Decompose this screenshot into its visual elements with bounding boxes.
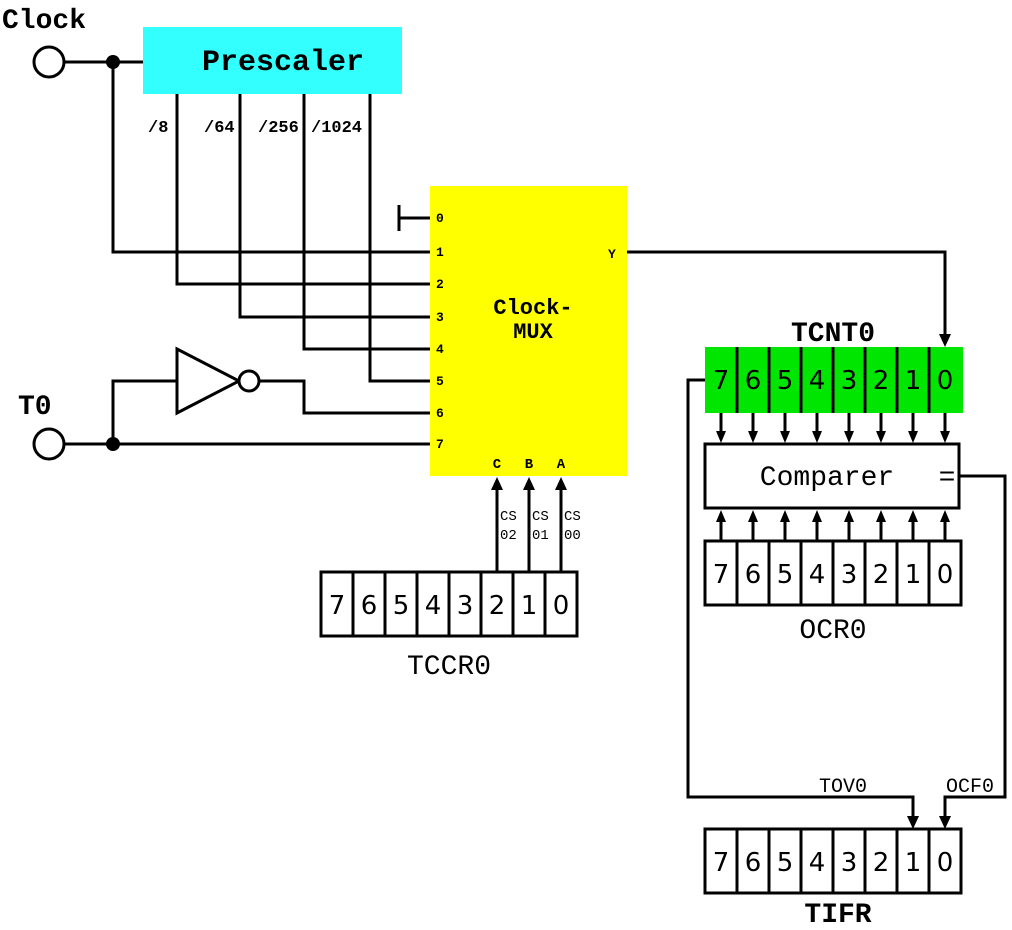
comparer-block xyxy=(703,442,961,510)
ocr0-to-comparer-arrows xyxy=(716,510,950,541)
tccr0-bit: 3 xyxy=(457,591,474,621)
tccr0-label: TCCR0 xyxy=(407,652,491,683)
cs01-label: 01 xyxy=(532,528,549,544)
tifr-bit: 0 xyxy=(937,848,954,878)
tccr0-bit: 5 xyxy=(393,591,410,621)
ocr0-label: OCR0 xyxy=(799,616,866,647)
mux-input-label: 5 xyxy=(436,374,444,389)
ocr0-bit: 1 xyxy=(905,560,922,590)
cs00-label: 00 xyxy=(564,528,581,544)
mux-input-label: 1 xyxy=(436,245,444,260)
tov0-wire xyxy=(686,378,919,829)
clock-input-terminal xyxy=(32,45,66,79)
tifr-bit: 3 xyxy=(841,848,858,878)
tov0-label: TOV0 xyxy=(819,776,867,799)
tccr0-register: 7 6 5 4 3 2 1 0 xyxy=(319,570,579,638)
t0-wiring xyxy=(64,379,430,451)
tccr0-bit: 4 xyxy=(425,591,442,621)
tcnt0-register: 7 6 5 4 3 2 1 0 xyxy=(705,347,963,413)
ocr0-bit: 0 xyxy=(937,560,954,590)
tifr-label: TIFR xyxy=(804,900,871,930)
prescaler-label: Prescaler xyxy=(202,46,364,80)
prescaler-tap-label: /256 xyxy=(258,119,299,138)
tifr-bit: 5 xyxy=(777,848,794,878)
clock-mux-block xyxy=(430,186,627,476)
tifr-bit: 7 xyxy=(713,848,730,878)
tccr0-bit: 7 xyxy=(329,591,346,621)
tcnt0-bit: 7 xyxy=(713,366,730,396)
mux-select-label: C xyxy=(493,457,502,473)
inverter-gate xyxy=(175,346,261,416)
tcnt0-bit: 5 xyxy=(777,366,794,396)
ocr0-bit: 7 xyxy=(713,560,730,590)
ocr0-bit: 4 xyxy=(809,560,826,590)
ocr0-bit: 3 xyxy=(841,560,858,590)
mux-select-label: A xyxy=(557,457,566,473)
tcnt0-bit: 0 xyxy=(937,366,954,396)
tccr0-bit: 1 xyxy=(521,591,538,621)
mux-input-label: 4 xyxy=(436,342,444,357)
mux-input-label: 7 xyxy=(436,437,444,452)
ocr0-bit: 2 xyxy=(873,560,890,590)
mux-label-line1: Clock- xyxy=(493,296,572,321)
tcnt0-label: TCNT0 xyxy=(791,319,875,350)
tifr-bit: 1 xyxy=(905,848,922,878)
prescaler-tap-label: /1024 xyxy=(311,119,362,138)
prescaler-tap-label: /8 xyxy=(148,119,168,138)
clock-input-label: Clock xyxy=(2,6,86,37)
ocr0-bit: 5 xyxy=(777,560,794,590)
ocf0-wire xyxy=(939,474,1007,829)
tifr-register: 7 6 5 4 3 2 1 0 xyxy=(703,827,963,895)
select-signal-labels: CS 02 CS 01 CS 00 xyxy=(500,509,581,544)
tifr-bit: 6 xyxy=(745,848,762,878)
comparer-label: Comparer xyxy=(760,463,894,494)
tccr0-bit: 6 xyxy=(361,591,378,621)
comparer-equal-symbol: = xyxy=(939,463,956,494)
mux-label-line2: MUX xyxy=(513,320,553,345)
ocr0-bit: 6 xyxy=(745,560,762,590)
tcnt0-bit: 6 xyxy=(745,366,762,396)
mux-input-label: 3 xyxy=(436,310,444,325)
tcnt0-to-comparer-arrows xyxy=(716,413,950,443)
tcnt0-bit: 4 xyxy=(809,366,826,396)
select-lines xyxy=(491,477,567,572)
cs00-label: CS xyxy=(564,509,581,525)
clock-wiring xyxy=(64,55,430,383)
cs02-label: 02 xyxy=(500,528,517,544)
mux-input-labels: 0 1 2 3 4 5 6 7 xyxy=(436,211,444,452)
cs02-label: CS xyxy=(500,509,517,525)
prescaler-block xyxy=(143,27,402,94)
ocf0-label: OCF0 xyxy=(946,776,994,799)
mux-input-label: 2 xyxy=(436,277,444,292)
tccr0-bit: 0 xyxy=(553,591,570,621)
mux-input-label: 0 xyxy=(436,211,444,226)
t0-input-terminal xyxy=(32,427,66,461)
tifr-bit: 2 xyxy=(873,848,890,878)
tcnt0-bit: 2 xyxy=(873,366,890,396)
tcnt0-bit: 3 xyxy=(841,366,858,396)
tcnt0-bit: 1 xyxy=(905,366,922,396)
tccr0-bit: 2 xyxy=(489,591,506,621)
ocr0-register: 7 6 5 4 3 2 1 0 xyxy=(703,539,963,607)
mux-output-label: Y xyxy=(608,247,616,262)
mux-input-label: 6 xyxy=(436,406,444,421)
mux-select-label: B xyxy=(525,457,534,473)
tifr-bit: 4 xyxy=(809,848,826,878)
t0-input-label: T0 xyxy=(18,392,52,423)
prescaler-tap-label: /64 xyxy=(204,119,235,138)
mux-output-wire xyxy=(627,250,951,347)
cs01-label: CS xyxy=(532,509,549,525)
